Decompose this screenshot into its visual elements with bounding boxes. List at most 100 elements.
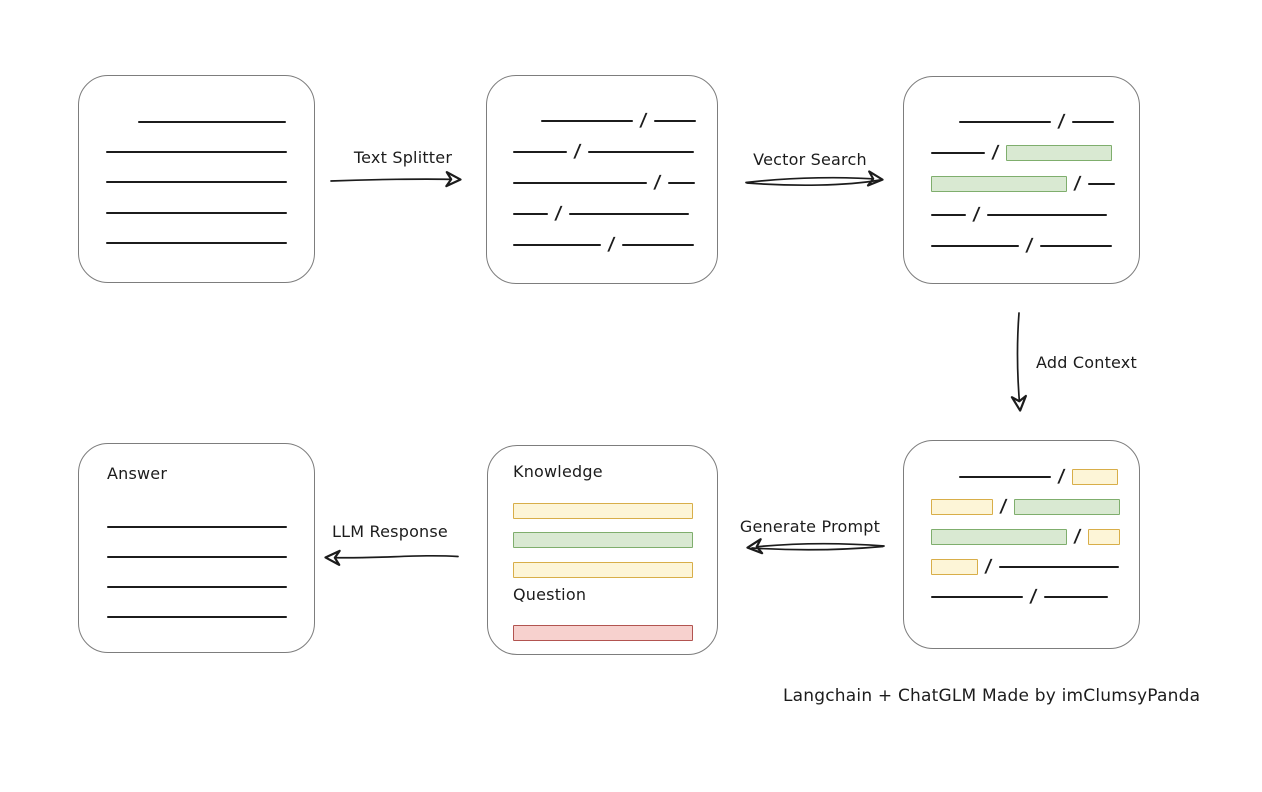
generate-prompt-arrow-stroke2 (751, 545, 884, 551)
green-highlight-bar (931, 529, 1067, 545)
add-context-arrow (1010, 312, 1027, 412)
vector-search-label: Vector Search (753, 150, 867, 169)
box-label: Question (513, 585, 587, 604)
green-highlight-bar (513, 532, 693, 548)
text-row: Answer (107, 464, 285, 512)
slash-separator: / (553, 202, 563, 224)
slash-separator: / (1056, 466, 1066, 487)
text-line (107, 526, 287, 528)
slash-separator: / (652, 171, 662, 193)
text-row: / (931, 582, 1113, 612)
yellow-highlight-bar (1071, 469, 1118, 485)
text-row (107, 602, 287, 632)
text-row: / (931, 522, 1120, 552)
text-line (998, 566, 1119, 568)
text-row (107, 542, 287, 572)
text-row: / (513, 167, 695, 198)
text-splitter-label: Text Splitter (353, 148, 453, 167)
text-line (513, 181, 647, 184)
text-row: / (931, 492, 1120, 522)
add-context-label: Add Context (1036, 353, 1137, 372)
llm-response-label: LLM Response (332, 522, 448, 541)
text-line (931, 213, 966, 216)
slash-separator: / (1072, 526, 1082, 547)
spacer (106, 121, 138, 122)
text-line (106, 151, 287, 153)
text-row: / (931, 168, 1115, 199)
slash-separator: / (971, 203, 981, 225)
text-line (513, 212, 548, 215)
slash-separator: / (1072, 172, 1082, 194)
slash-separator: / (983, 556, 993, 577)
yellow-highlight-bar (931, 559, 978, 575)
text-line (1071, 120, 1114, 123)
text-line (1039, 244, 1112, 247)
text-row (106, 137, 287, 167)
answer-box: Answer (78, 443, 315, 653)
vector-matches-box: / / / / / (903, 76, 1140, 284)
generate-prompt-arrow (746, 538, 885, 555)
text-line (107, 556, 287, 558)
text-row: Knowledge (513, 462, 692, 496)
text-line (1087, 182, 1115, 185)
text-line (568, 212, 689, 215)
box-label: Knowledge (513, 462, 603, 481)
green-highlight-bar (1005, 144, 1112, 161)
slash-separator: / (1028, 586, 1038, 607)
box-label: Answer (107, 464, 168, 483)
text-line (621, 243, 694, 246)
text-line (1043, 596, 1108, 598)
text-row: / (931, 106, 1114, 137)
slash-separator: / (1056, 110, 1066, 132)
text-line (106, 211, 287, 214)
slash-separator: / (998, 496, 1008, 517)
text-row (106, 228, 287, 258)
green-highlight-bar (1013, 499, 1120, 515)
text-row (513, 618, 693, 647)
text-line (667, 181, 695, 184)
slash-separator: / (606, 233, 616, 255)
slash-separator: / (572, 140, 582, 162)
text-row (106, 197, 287, 228)
text-line (986, 213, 1107, 216)
text-row (513, 525, 693, 555)
text-line (931, 151, 985, 154)
slash-separator: / (638, 109, 648, 131)
text-row: / (931, 137, 1113, 168)
generate-prompt-label: Generate Prompt (739, 517, 881, 536)
text-line (138, 120, 286, 123)
text-row: Question (513, 585, 692, 618)
red-highlight-bar (513, 624, 693, 641)
text-row: / (931, 462, 1118, 492)
text-row (107, 572, 287, 602)
split-text-box: / / / / / (486, 75, 718, 284)
text-line (106, 181, 287, 183)
text-splitter-arrow (330, 171, 462, 188)
text-row (106, 106, 286, 137)
text-row: / (931, 199, 1113, 230)
text-line (959, 120, 1051, 123)
text-line (931, 244, 1019, 247)
text-line (107, 616, 287, 618)
context-chunks-box: / / / / / (903, 440, 1140, 649)
text-row (106, 167, 287, 197)
vector-search-arrow (745, 170, 884, 187)
text-line (653, 119, 696, 122)
text-line (541, 119, 633, 122)
text-row: / (513, 105, 696, 136)
text-row: / (931, 552, 1119, 582)
text-row: / (931, 230, 1113, 261)
text-line (513, 150, 567, 153)
yellow-highlight-bar (513, 562, 693, 578)
text-line (106, 242, 287, 244)
spacer (931, 121, 959, 122)
text-line (587, 150, 694, 153)
spacer (513, 120, 541, 121)
slash-separator: / (990, 141, 1000, 163)
text-row (513, 555, 693, 585)
yellow-highlight-bar (931, 499, 993, 515)
vector-search-arrow-stroke2 (746, 179, 881, 187)
text-row (513, 496, 693, 525)
